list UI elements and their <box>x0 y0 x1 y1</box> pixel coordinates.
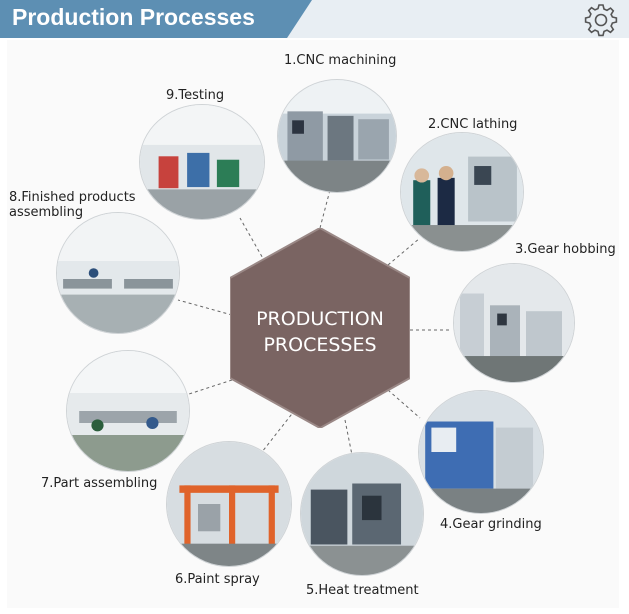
connector-9 <box>239 217 266 263</box>
heat-treatment-photo <box>300 452 424 576</box>
step-label-8: 8.Finished products assembling <box>9 190 136 220</box>
step-label-9: 9.Testing <box>166 88 225 103</box>
connector-8 <box>177 299 233 316</box>
cnc-machining-photo <box>277 79 397 193</box>
step-label-7: 7.Part assembling <box>41 476 158 491</box>
step-label-6: 6.Paint spray <box>175 572 260 587</box>
testing-photo <box>139 104 265 220</box>
finished-products-photo <box>56 212 180 334</box>
gear-hobbing-photo <box>453 263 575 383</box>
paint-spray-photo <box>166 441 292 567</box>
center-title-line2: PROCESSES <box>263 334 377 356</box>
step-label-2: 2.CNC lathing <box>428 117 518 132</box>
header-bar: Production Processes <box>0 0 629 38</box>
step-label-8-line1: 8.Finished products <box>9 190 136 205</box>
connector-6 <box>261 409 296 453</box>
gear-grinding-photo <box>418 390 544 514</box>
cnc-lathing-photo <box>400 132 524 252</box>
step-label-4: 4.Gear grinding <box>440 517 542 532</box>
header-title-band <box>0 0 312 38</box>
connector-4 <box>387 389 421 419</box>
center-hexagon <box>230 228 410 428</box>
step-label-1: 1.CNC machining <box>284 53 397 68</box>
center-title: PRODUCTION PROCESSES <box>230 306 410 358</box>
connector-7 <box>185 379 233 396</box>
center-title-line1: PRODUCTION <box>256 308 384 330</box>
step-label-5: 5.Heat treatment <box>306 583 419 598</box>
page-title: Production Processes <box>12 4 255 30</box>
connector-1 <box>319 189 331 229</box>
connector-2 <box>387 237 421 266</box>
gear-icon[interactable] <box>584 3 618 37</box>
step-label-3: 3.Gear hobbing <box>515 242 616 257</box>
step-label-8-line2: assembling <box>9 205 84 220</box>
part-assembling-photo <box>66 350 190 472</box>
